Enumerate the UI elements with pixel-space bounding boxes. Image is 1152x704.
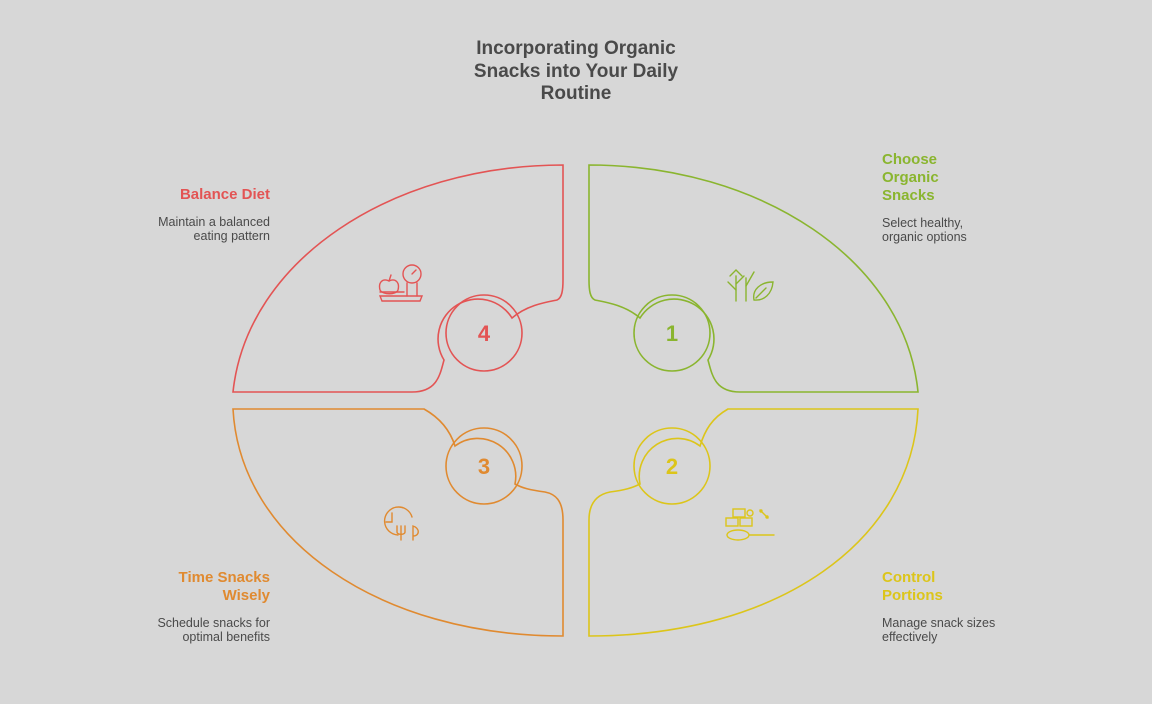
quadrant-3 bbox=[232, 408, 564, 637]
step-4-number: 4 bbox=[478, 321, 491, 346]
step-4-circle bbox=[445, 294, 523, 372]
step-2-number: 2 bbox=[666, 454, 678, 479]
step-2-title: Control Portions bbox=[882, 569, 943, 604]
quadrant-2-outline bbox=[588, 408, 919, 637]
quadrant-2 bbox=[588, 408, 919, 637]
quadrant-4 bbox=[232, 164, 564, 393]
scale-apple-icon bbox=[378, 264, 424, 302]
step-4-description: Maintain a balanced eating pattern bbox=[158, 215, 270, 243]
plant-leaf-icon bbox=[727, 269, 774, 302]
step-3-number: 3 bbox=[478, 454, 490, 479]
step-4-label: Balance Diet Maintain a balanced eating … bbox=[158, 186, 270, 243]
diagram-title: Incorporating Organic Snacks into Your D… bbox=[473, 38, 679, 104]
portion-scoop-icon bbox=[725, 508, 775, 541]
step-1-label: Choose Organic Snacks Select healthy, or… bbox=[882, 151, 967, 244]
step-3-description: Schedule snacks for optimal benefits bbox=[157, 616, 270, 644]
step-1-title: Choose Organic Snacks bbox=[882, 151, 939, 204]
step-2-label: Control Portions Manage snack sizes effe… bbox=[882, 569, 995, 644]
step-2-description: Manage snack sizes effectively bbox=[882, 616, 996, 644]
step-3-title: Time Snacks Wisely bbox=[178, 569, 270, 604]
clock-utensils-icon bbox=[383, 506, 419, 541]
quadrant-3-outline bbox=[232, 408, 564, 637]
step-3-label: Time Snacks Wisely Schedule snacks for o… bbox=[157, 569, 270, 644]
quadrant-1 bbox=[588, 164, 919, 393]
step-1-description: Select healthy, organic options bbox=[882, 216, 967, 244]
step-1-number: 1 bbox=[666, 321, 678, 346]
quadrant-4-outline bbox=[232, 164, 564, 393]
step-4-title: Balance Diet bbox=[179, 186, 270, 203]
quadrant-1-outline bbox=[588, 164, 919, 393]
step-1-circle bbox=[633, 294, 711, 372]
step-2-circle bbox=[633, 427, 711, 505]
step-3-circle bbox=[445, 427, 523, 505]
